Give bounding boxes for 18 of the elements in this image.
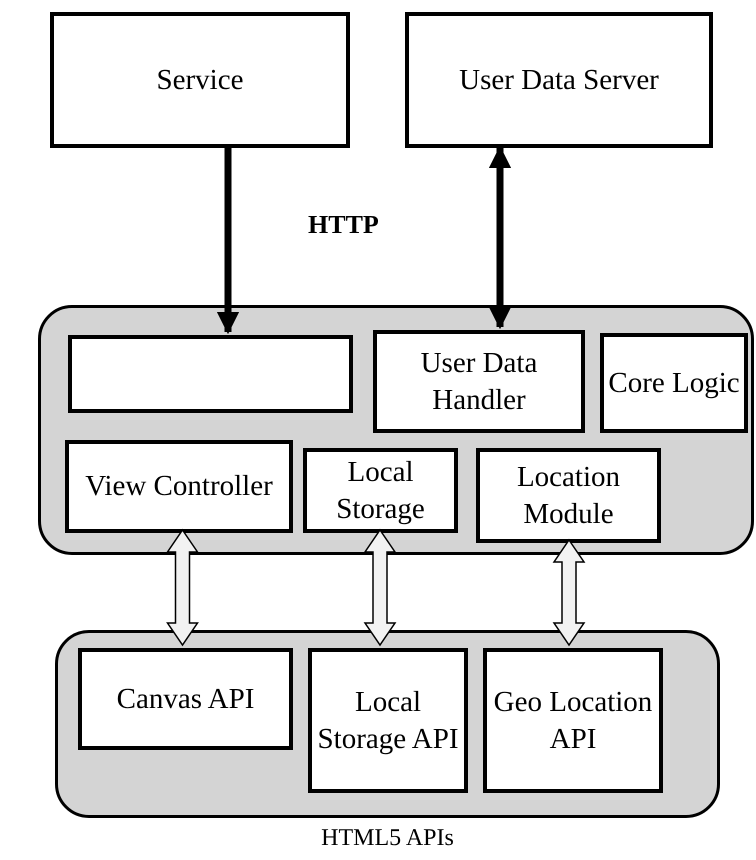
empty-box <box>68 335 353 413</box>
component-box: Local Storage <box>303 448 458 533</box>
double-arrow <box>166 528 199 646</box>
group-heading: HTML5 APIs <box>320 825 455 852</box>
double-arrow <box>552 538 586 646</box>
arrow <box>488 146 512 330</box>
component-box: Service <box>50 12 350 148</box>
component-box: Local Storage API <box>308 648 468 793</box>
protocol-label: HTTP <box>308 210 379 240</box>
component-box: User Data Server <box>405 12 713 148</box>
component-box: User Data Handler <box>373 330 585 433</box>
arrow <box>216 148 240 334</box>
component-box: Canvas API <box>78 648 293 750</box>
double-arrow <box>364 528 396 646</box>
component-box: Core Logic <box>600 333 748 433</box>
component-box: Geo Location API <box>483 648 663 793</box>
component-box: Location Module <box>476 448 661 543</box>
component-box: View Controller <box>65 440 293 533</box>
